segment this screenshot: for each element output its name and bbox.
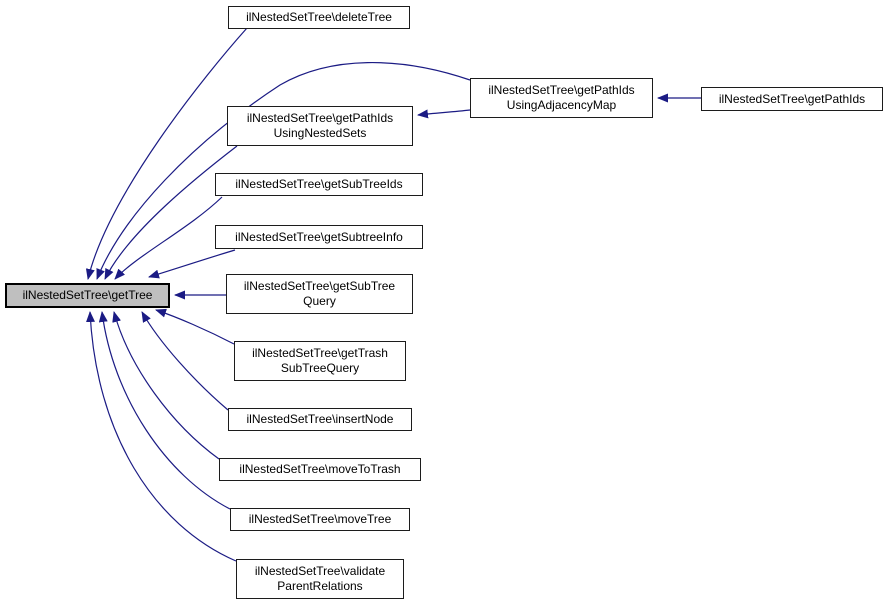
edge-getSubTreeIds-to-getTree — [114, 196, 223, 280]
node-deleteTree[interactable]: ilNestedSetTree\deleteTree — [228, 6, 410, 29]
node-label-line: ilNestedSetTree\insertNode — [246, 412, 394, 426]
node-moveToTrash[interactable]: ilNestedSetTree\moveToTrash — [219, 458, 421, 481]
edge-getPathIdsUsingAdjacencyMap-to-getTree — [96, 61, 471, 280]
edge-moveToTrash-to-getTree — [112, 311, 220, 460]
node-label-line: SubTreeQuery — [280, 361, 360, 375]
node-label: ilNestedSetTree\getTree — [23, 288, 153, 303]
node-label-line: ilNestedSetTree\getSubTreeIds — [235, 177, 403, 191]
node-label-line: ilNestedSetTree\getSubTree — [243, 279, 396, 293]
edge-getPathIdsUsingAdjacencyMap-to-getPathIdsUsingNestedSets — [417, 109, 471, 119]
node-label: ilNestedSetTree\moveTree — [249, 512, 392, 527]
node-label: ilNestedSetTree\getPathIds — [719, 92, 865, 107]
node-label-line: Query — [303, 294, 336, 308]
edge-insertNode-to-getTree — [141, 311, 229, 411]
node-label: ilNestedSetTree\deleteTree — [246, 10, 392, 25]
node-label-line: ilNestedSetTree\moveToTrash — [239, 462, 401, 476]
node-moveTree[interactable]: ilNestedSetTree\moveTree — [230, 508, 410, 531]
edge-moveTree-to-getTree — [98, 311, 231, 510]
node-label-line: ilNestedSetTree\getSubtreeInfo — [235, 229, 403, 244]
node-label-line: ilNestedSetTree\getTrash — [252, 346, 388, 360]
node-label-line: UsingNestedSets — [273, 126, 367, 140]
node-getPathIds[interactable]: ilNestedSetTree\getPathIds — [701, 87, 883, 111]
node-label: ilNestedSetTree\getSubTreeIds — [235, 177, 402, 192]
node-insertNode[interactable]: ilNestedSetTree\insertNode — [228, 408, 412, 431]
node-label-line: ilNestedSetTree\moveTree — [248, 512, 392, 526]
edge-getTrashSubTreeQuery-to-getTree — [155, 308, 235, 345]
edge-getPathIdsUsingNestedSets-to-getTree — [104, 145, 238, 280]
node-label: ilNestedSetTree\insertNode — [247, 412, 394, 427]
node-label-line: ilNestedSetTree\getPathIds — [246, 111, 394, 125]
node-getSubtreeInfo[interactable]: ilNestedSetTree\getSubtreeInfo — [215, 225, 423, 249]
node-label-line: ParentRelations — [277, 579, 363, 593]
edge-deleteTree-to-getTree — [85, 27, 248, 280]
node-label-line: ilNestedSetTree\deleteTree — [246, 10, 392, 24]
node-label-line: ilNestedSetTree\getPathIds — [488, 83, 635, 97]
node-label-line: ilNestedSetTree\getTree — [22, 288, 153, 302]
node-label-line: ilNestedSetTree\validate — [254, 564, 386, 578]
edge-validateParentRelations-to-getTree — [86, 311, 237, 562]
node-label: ilNestedSetTree\getSubtreeInfo — [235, 230, 403, 245]
node-label-line: UsingAdjacencyMap — [506, 98, 617, 112]
node-getSubTreeIds[interactable]: ilNestedSetTree\getSubTreeIds — [215, 173, 423, 196]
node-getTree: ilNestedSetTree\getTree — [5, 283, 170, 308]
edge-getSubtreeInfo-to-getTree — [148, 249, 236, 279]
node-label-line: ilNestedSetTree\getPathIds — [718, 91, 866, 106]
node-label: ilNestedSetTree\moveToTrash — [239, 462, 400, 477]
